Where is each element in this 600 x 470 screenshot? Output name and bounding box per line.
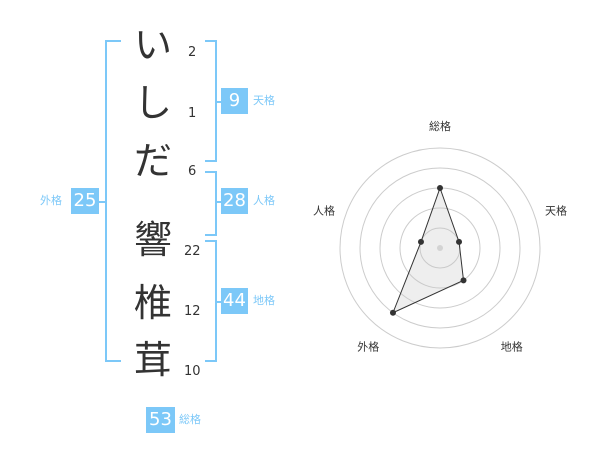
radar-grid-ring-4 [359,167,521,329]
jinkaku-bracket [205,171,217,236]
jinkaku-label: 人格 [253,194,275,207]
chikaku-label: 地格 [253,294,275,307]
gaikaku-bracket [105,40,121,362]
radar-point-3 [460,277,467,284]
stroke-count-4: 22 [184,244,201,259]
radar-point-4 [389,309,396,316]
stroke-count-1: 2 [188,45,197,60]
name-char-4: 響 [133,218,172,262]
tenkaku-label: 天格 [253,94,275,107]
jinkaku-badge: 28 [221,188,248,214]
radar-axis-label-5: 人格 [313,203,335,217]
radar-axis-label-2: 天格 [545,203,567,217]
name-char-3: だ [133,139,172,183]
soukaku-label: 総格 [179,413,201,426]
chikaku-bracket-tick [215,301,221,303]
name-char-2: し [133,81,172,125]
radar-axis-label-4: 外格 [357,340,379,354]
stroke-count-3: 6 [188,164,197,179]
radar-data-polygon [392,186,465,314]
tenkaku-badge: 9 [221,88,248,114]
stroke-count-5: 12 [184,304,201,319]
name-char-1: い [133,23,172,67]
radar-point-5 [417,238,424,245]
gaikaku-badge: 25 [71,188,99,214]
gaikaku-label: 外格 [40,194,62,207]
tenkaku-bracket-tick [215,101,221,103]
soukaku-badge: 53 [146,407,175,433]
chikaku-badge: 44 [221,288,248,314]
radar-axis-label-3: 地格 [501,340,523,354]
name-char-6: 茸 [133,338,172,382]
radar-grid-ring-5 [339,147,541,349]
radar-center-dot [437,245,443,251]
radar-point-1 [437,185,443,191]
gaikaku-bracket-tick [99,201,107,203]
stroke-count-6: 10 [184,364,201,379]
radar-grid-ring-2 [399,207,481,289]
stroke-count-2: 1 [188,106,197,121]
name-char-5: 椎 [133,281,172,325]
radar-axis-label-1: 総格 [429,119,451,133]
radar-point-2 [456,238,463,245]
jinkaku-bracket-tick [215,201,221,203]
